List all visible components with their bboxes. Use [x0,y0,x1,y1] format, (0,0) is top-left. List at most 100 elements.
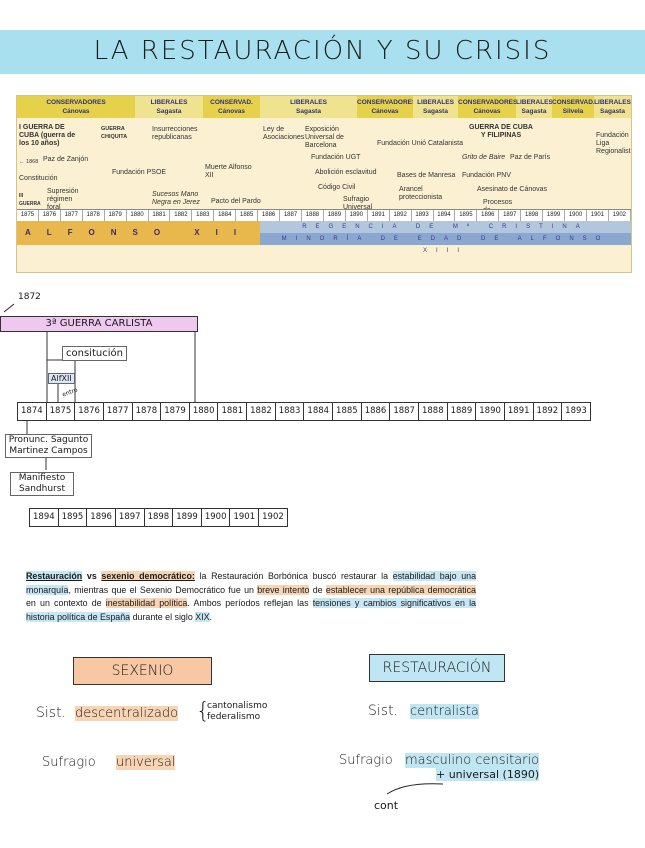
timeline-year: 1882 [170,210,193,221]
event-paz-paris: Paz de París [510,154,551,161]
handwritten-year: 1896 [87,509,116,526]
timeline-year: 1890 [346,210,368,221]
event-paz-zanjon: Paz de Zanjón [43,156,89,163]
timeline-year: 1883 [192,210,215,221]
page-title: LA RESTAURACIÓN Y SU CRISIS [93,36,552,66]
handwritten-year: 1895 [59,509,88,526]
timeline-year: 1891 [368,210,390,221]
timeline-year: 1887 [280,210,302,221]
handwritten-year: 1891 [505,403,534,420]
handwritten-year: 1876 [75,403,104,420]
p-breve: breve intento [257,584,310,595]
handwritten-year: 1884 [304,403,334,420]
handwritten-year: 1888 [419,403,448,420]
timeline-year: 1901 [587,210,609,221]
timeline-year: 1875 [17,210,39,221]
handwritten-year: 1892 [534,403,563,420]
timeline-year: 1880 [127,210,149,221]
sufragio-left-value: universal [116,755,176,770]
event-guerra-cuba: I GUERRA DE CUBA (guerra de los 10 años) [19,124,76,147]
p-text-6: durante el siglo [130,611,196,622]
reign-regencia: REGENCIA DE Mª CRISTINA [260,221,631,233]
event-bases: Bases de Manresa [397,172,456,179]
event-grito: Grito de Baire [462,154,506,161]
p-text-3: de [309,584,326,595]
timeline-year: 1879 [105,210,127,221]
event-abolicion: Abolición esclavitud [315,169,377,176]
martinez-line: Martinez Campos [9,446,88,456]
timeline-year: 1899 [543,210,566,221]
note-constitucion: consitución [62,346,127,361]
timeline-year: 1894 [434,210,456,221]
handwritten-year: 1900 [202,509,231,526]
p-restauracion: Restauración [26,571,83,581]
timeline-year: 1895 [455,210,478,221]
header-conservad-2: CONSERVAD.Cánovas [203,96,260,118]
timeline-year: 1877 [61,210,83,221]
pronunciamiento-line: Pronunc. Sagunto [8,435,89,445]
brace-federalismo: federalismo [207,712,261,722]
sufragio-right-extra: + universal (1890) [436,768,540,781]
reign-minoria: MINORÍA DE EDAD DE ALFONSO XIII [260,233,631,254]
carlista-bar: 3ª GUERRA CARLISTA [0,316,198,332]
timeline-year: 1876 [39,210,61,221]
event-union-cat: Fundación Unió Catalanista [377,140,463,147]
reign-alfonso-xii: ALFONSO XII [17,221,260,245]
handwritten-year: 1887 [390,403,419,420]
event-pnv: Fundación PNV [462,172,512,179]
event-guerra-chiquita: GUERRA CHIQUITA [101,126,128,140]
p-text-4: en un contexto de [26,598,106,608]
sexenio-box: SEXENIO [73,657,212,685]
note-manifiesto: Manifiesto Sandhurst [10,472,74,496]
event-constitucion: Constitución [19,175,58,182]
timeline-year: 1900 [565,210,587,221]
handwritten-year: 1886 [362,403,391,420]
timeline-year: 1889 [324,210,346,221]
timeline-year: 1902 [609,210,631,221]
p-xix: XIX [195,611,210,622]
handwritten-year: 1902 [262,512,284,522]
handwritten-year: 1889 [448,403,477,420]
note-cont: cont [374,799,399,812]
restauracion-box: RESTAURACIÓN [369,654,505,682]
handwritten-year: 1898 [145,509,174,526]
event-asesinato: Asesinato de Cánovas [477,186,548,193]
event-codigo: Código Civil [318,184,356,191]
manifiesto-line: Manifiesto [18,473,66,483]
handwritten-year: 1885 [333,403,362,420]
handwritten-year: 1897 [116,509,145,526]
brace-icon: { [196,699,210,724]
note-alfonso: AlfXII [48,373,75,384]
handwritten-year: 1899 [173,509,202,526]
p-sexenio: sexenio democrático: [101,571,195,581]
p-text-2: , mientras que el Sexenio Democrático fu… [68,584,258,595]
timeline-year: 1897 [499,210,522,221]
event-sufragio: Sufragio Universal [343,196,373,211]
sist-left-value: descentralizado [75,706,179,721]
timeline-year: 1888 [302,210,324,221]
timeline-year: 1878 [83,210,105,221]
timeline-year: 1884 [214,210,237,221]
event-muerte: Muerte Alfonso XII [205,164,252,179]
handwritten-year: 1890 [476,403,505,420]
title-band [0,30,645,74]
timeline-year: 1886 [258,210,281,221]
brace-list: cantonalismo federalismo [207,701,267,723]
event-pacto: Pacto del Pardo [211,198,261,205]
timeline-year: 1885 [236,210,259,221]
p-republica: establecer una república democrática [325,584,476,595]
event-ugt: Fundación UGT [311,154,361,161]
timeline-year: 1892 [390,210,412,221]
handwritten-year: 1893 [565,406,587,416]
p-vs: vs [82,571,102,581]
handwritten-year: 1881 [218,403,248,420]
event-sucesos: Sucesos Mano Negra en Jerez [152,191,200,206]
handwritten-year: 1875 [47,403,76,420]
cont-curve [386,783,444,795]
event-ley-asoc: Ley de Asociaciones [263,126,305,141]
